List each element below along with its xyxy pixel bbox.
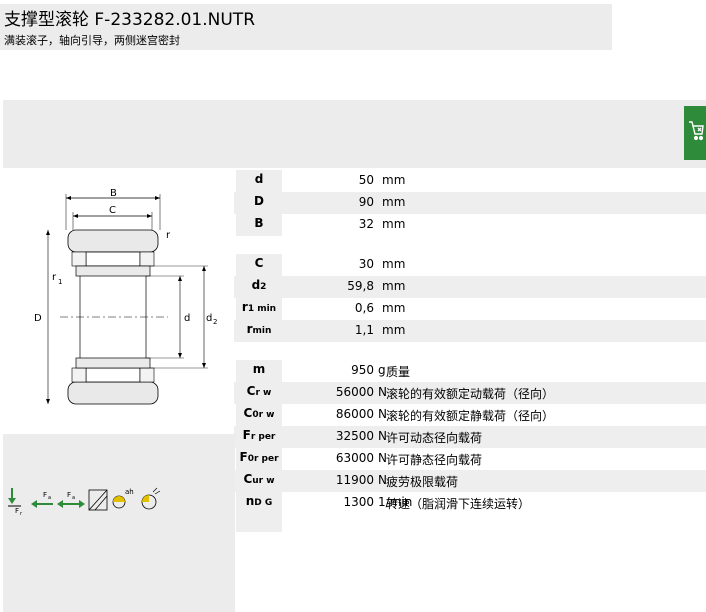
param-unit: N [378, 473, 387, 487]
param-unit: N [378, 451, 387, 465]
row-stripe [234, 426, 706, 448]
dim-label-d: d [184, 313, 190, 324]
param-unit: mm [382, 257, 406, 271]
double-axial-load-icon: F a [57, 491, 85, 508]
param-description: 许可动态径向载荷 [386, 431, 483, 445]
param-label: C [254, 256, 264, 270]
lubrication-label: ah [125, 488, 134, 496]
param-value: 32 [358, 217, 374, 231]
axial-load-label: F [43, 491, 47, 499]
param-description: 许可静态径向载荷 [386, 453, 483, 467]
param-description: 疲劳极限载荷 [386, 475, 459, 489]
row-stripe [234, 320, 706, 342]
param-value: 86000 [335, 407, 374, 421]
dim-label-r1-sub: 1 [58, 278, 62, 286]
param-description: 转速（脂润滑下连续运转） [386, 497, 531, 511]
param-value: 59,8 [347, 279, 374, 293]
radial-load-label-sub: r [20, 511, 23, 516]
row-stripe [234, 276, 706, 298]
param-label: d [254, 172, 264, 186]
page-title: 支撑型滚轮 F-233282.01.NUTR [4, 10, 256, 30]
header-bar [0, 4, 612, 50]
double-axial-load-label: F [67, 491, 71, 499]
param-unit: mm [382, 279, 406, 293]
radial-load-label: F [15, 507, 19, 515]
param-value: 63000 [335, 451, 374, 465]
axial-load-label-sub: a [48, 495, 51, 501]
cart-icon [689, 121, 704, 141]
row-stripe [234, 192, 706, 214]
param-value: 950 [351, 363, 374, 377]
param-value: 1,1 [354, 323, 374, 337]
add-to-cart-button[interactable] [684, 106, 706, 160]
param-unit: mm [382, 173, 406, 187]
dim-label-d2: d [206, 313, 212, 324]
param-description: 滚轮的有效额定静载荷（径向） [386, 409, 555, 423]
param-unit: N [378, 407, 387, 421]
param-unit: mm [382, 301, 406, 315]
param-unit: N [378, 429, 387, 443]
param-value: 0,6 [354, 301, 374, 315]
dim-label-d2-sub: 2 [213, 318, 217, 326]
param-label: d2 [251, 278, 267, 292]
page-subtitle: 满装滚子，轴向引导，两侧迷宫密封 [4, 34, 180, 47]
bearing-cross-section-drawing: B C r r 1 D d [34, 188, 217, 405]
param-label: C0r w [243, 406, 275, 420]
feature-icon-strip: F r F a F a ah [3, 434, 235, 612]
dim-label-B: B [110, 188, 117, 199]
dim-label-C: C [109, 205, 116, 216]
dim-label-D: D [34, 313, 42, 324]
param-unit: mm [382, 217, 406, 231]
row-stripe [234, 470, 706, 492]
param-label: nD G [245, 494, 273, 508]
lubrication-icon: ah [112, 488, 134, 509]
param-label: r1 min [241, 300, 277, 314]
param-value: 11900 [335, 473, 374, 487]
param-value: 90 [358, 195, 374, 209]
param-label: rmin [246, 322, 272, 336]
param-label: Cur w [243, 472, 275, 486]
param-label: Fr per [242, 428, 276, 442]
param-description: 质量 [386, 365, 411, 379]
param-value: 1300 [343, 495, 374, 509]
param-label: Cr w [246, 384, 272, 398]
dim-label-r1: r [52, 272, 57, 283]
row-stripe [234, 382, 706, 404]
param-unit: mm [382, 195, 406, 209]
technical-drawing-panel: B C r r 1 D d [0, 168, 234, 434]
misalignment-icon [88, 489, 108, 511]
param-unit: N [378, 385, 387, 399]
param-unit: 1/min [378, 495, 413, 509]
param-value: 50 [358, 173, 374, 187]
dim-label-r: r [166, 230, 171, 241]
double-axial-load-label-sub: a [72, 495, 75, 501]
param-label: F0r per [239, 450, 279, 464]
param-value: 32500 [335, 429, 374, 443]
top-band [3, 100, 706, 168]
param-value: 30 [358, 257, 374, 271]
radial-load-icon: F r [8, 488, 23, 516]
sealing-icon [141, 487, 161, 510]
param-label: B [254, 216, 264, 230]
param-unit: mm [382, 323, 406, 337]
param-value: 56000 [335, 385, 374, 399]
feature-icons-row: F r F a F a ah [8, 487, 161, 516]
param-label: m [252, 362, 266, 376]
param-unit: g [378, 363, 386, 377]
axial-load-icon: F a [31, 491, 53, 508]
param-description: 滚轮的有效额定动载荷（径向） [386, 387, 555, 401]
param-label: D [254, 194, 264, 208]
